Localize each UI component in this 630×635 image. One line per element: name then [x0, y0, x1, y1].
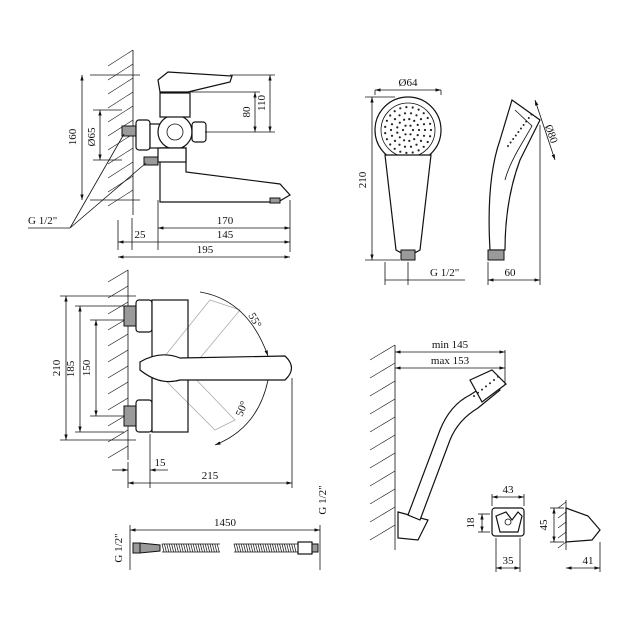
shower-handle: [384, 154, 432, 255]
dim-185: 185: [65, 360, 77, 377]
dim-25: 25: [135, 229, 147, 241]
spout-collar: [157, 147, 187, 163]
shower-thread: [400, 249, 416, 261]
mixer-side-view: 55° 50° 210 185 150 15 215: [51, 269, 293, 488]
shower-in-holder: [407, 381, 501, 521]
dim-18: 18: [465, 517, 477, 529]
angle-arc-50: [214, 379, 269, 446]
dim-diameter-64: Ø64: [399, 77, 418, 89]
dim-diameter-80: Ø80: [542, 123, 560, 145]
dim-80: 80: [241, 106, 253, 118]
mixer-body: [157, 114, 193, 150]
shower-thread-label: G 1/2": [430, 267, 459, 279]
mixer-front-view: 160 Ø65 80 110 170 25 145 195 G 1/2": [28, 49, 291, 259]
dim-max-153: max 153: [431, 355, 470, 367]
dim-43: 43: [503, 484, 515, 496]
diverter-knob: [191, 121, 207, 143]
upper-inlet-thread: [123, 305, 137, 327]
wall-hatching-side: [107, 269, 129, 459]
dim-170: 170: [217, 215, 234, 227]
cartridge-housing: [159, 92, 191, 118]
hand-shower-views: Ø64 210 G 1/2" Ø80 60: [357, 77, 560, 285]
dim-110: 110: [256, 94, 268, 111]
mixer-lever-side: [139, 354, 293, 383]
hose-cone-end: [139, 542, 161, 554]
hose-coil: [161, 543, 298, 553]
dim-210-shower: 210: [357, 171, 369, 188]
wall-hatching-holder: [369, 344, 396, 541]
dim-145: 145: [217, 229, 234, 241]
dim-min-145: min 145: [432, 339, 469, 351]
wall-hatching: [107, 49, 134, 207]
dim-15: 15: [155, 457, 167, 469]
holder-side-detail: 45 41: [538, 500, 601, 572]
dim-60: 60: [505, 267, 517, 279]
outlet-thread: [143, 156, 159, 166]
dim-195: 195: [197, 244, 214, 256]
hose-thread-left: G 1/2": [113, 533, 125, 562]
lower-inlet-thread: [123, 405, 137, 427]
upper-flange: [135, 299, 153, 333]
eccentric-flange: [135, 119, 151, 151]
hose-thread-right: G 1/2": [317, 485, 329, 514]
holder-front-detail: 43 18 35: [465, 484, 525, 572]
shower-side-profile: [488, 99, 541, 251]
angle-50: 50°: [234, 399, 251, 418]
thread-callout: G 1/2": [28, 215, 57, 227]
dim-160: 160: [67, 128, 79, 145]
mixer-lever: [157, 71, 233, 93]
holder-shower-nozzles: [473, 375, 499, 397]
shower-holder-installation: min 145 max 153 43 18 35: [369, 339, 601, 572]
nozzle-pattern: [384, 106, 433, 154]
dim-diameter-65: Ø65: [86, 127, 98, 146]
dim-215: 215: [202, 470, 219, 482]
dim-210-side: 210: [51, 359, 63, 376]
dim-45: 45: [538, 519, 550, 531]
shower-hose: 1450 G 1/2" G 1/2": [113, 485, 329, 570]
angle-arc-55: [199, 291, 269, 357]
angle-55: 55°: [246, 311, 264, 330]
dim-35: 35: [503, 555, 515, 567]
dim-41: 41: [583, 555, 594, 567]
dim-150: 150: [81, 359, 93, 376]
hose-nut-end: [297, 541, 313, 555]
lower-flange: [135, 399, 153, 433]
hose-length: 1450: [214, 517, 237, 529]
